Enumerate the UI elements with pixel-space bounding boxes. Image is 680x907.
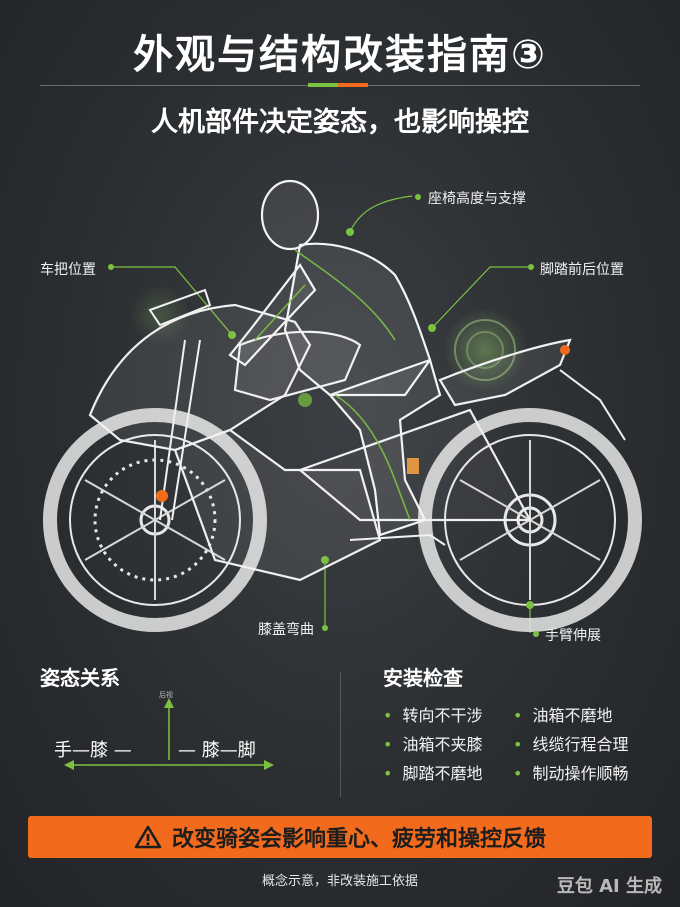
divider-accent-green: [308, 83, 338, 87]
ai-watermark: 豆包 AI 生成: [556, 876, 662, 897]
knee-callout-dot: [322, 625, 328, 631]
warning-icon: [134, 825, 162, 849]
footpeg-leader-line: [431, 266, 528, 329]
handlebar-callout-dot: [108, 264, 114, 270]
check-item: •转向不干涉: [383, 706, 483, 725]
handlebar-leader-line: [112, 266, 233, 336]
footpeg-callout: 脚踏前后位置: [540, 262, 624, 278]
tail-section: [438, 338, 572, 407]
posture-axis-label: 后视: [159, 691, 173, 699]
divider-accent-orange: [338, 83, 368, 87]
posture-knee-foot: — 膝—脚: [178, 740, 256, 761]
arm-callout-dot: [533, 631, 539, 637]
page-title: 外观与结构改装指南③: [133, 32, 547, 78]
check-item: •脚踏不磨地: [383, 764, 483, 783]
posture-hand-knee: 手—膝 —: [54, 740, 132, 761]
front-reflector: [156, 490, 168, 502]
seat-leader-line: [349, 195, 413, 233]
warning-text: 改变骑姿会影响重心、疲劳和操控反馈: [171, 827, 546, 852]
rear-shock-spring: [407, 458, 419, 474]
check-item: •油箱不夹膝: [383, 735, 483, 754]
footpeg-callout-dot: [528, 264, 534, 270]
posture-section-title: 姿态关系: [40, 666, 120, 690]
install-check-title: 安装检查: [383, 666, 463, 690]
check-item: •线缆行程合理: [513, 735, 629, 754]
disclaimer-note: 概念示意，非改装施工依据: [261, 874, 418, 889]
section-divider: [340, 672, 341, 797]
rider-head: [260, 179, 320, 251]
tail-light: [560, 345, 570, 355]
warning-banner: 改变骑姿会影响重心、疲劳和操控反馈: [28, 816, 652, 858]
windscreen: [148, 288, 212, 327]
check-item: •制动操作顺畅: [513, 764, 629, 783]
front-tire: [43, 408, 267, 632]
check-item: •油箱不磨地: [513, 706, 613, 725]
rider-leg: [328, 358, 442, 537]
motorcycle-rider-illustration: [43, 179, 642, 633]
arm-extension-callout: 手臂伸展: [545, 628, 601, 644]
page-subtitle: 人机部件决定姿态，也影响操控: [151, 107, 529, 138]
knee-bend-callout: 膝盖弯曲: [258, 622, 314, 638]
seat-height-callout: 座椅高度与支撑: [428, 191, 526, 207]
posture-relation-diagram: [64, 698, 274, 770]
seat-callout-dot: [415, 194, 421, 200]
rider-arm: [228, 263, 317, 367]
front-fork: [159, 339, 186, 521]
engine-belly: [173, 428, 382, 582]
handlebar-callout: 车把位置: [40, 262, 96, 278]
tail-hugger: [559, 369, 626, 441]
